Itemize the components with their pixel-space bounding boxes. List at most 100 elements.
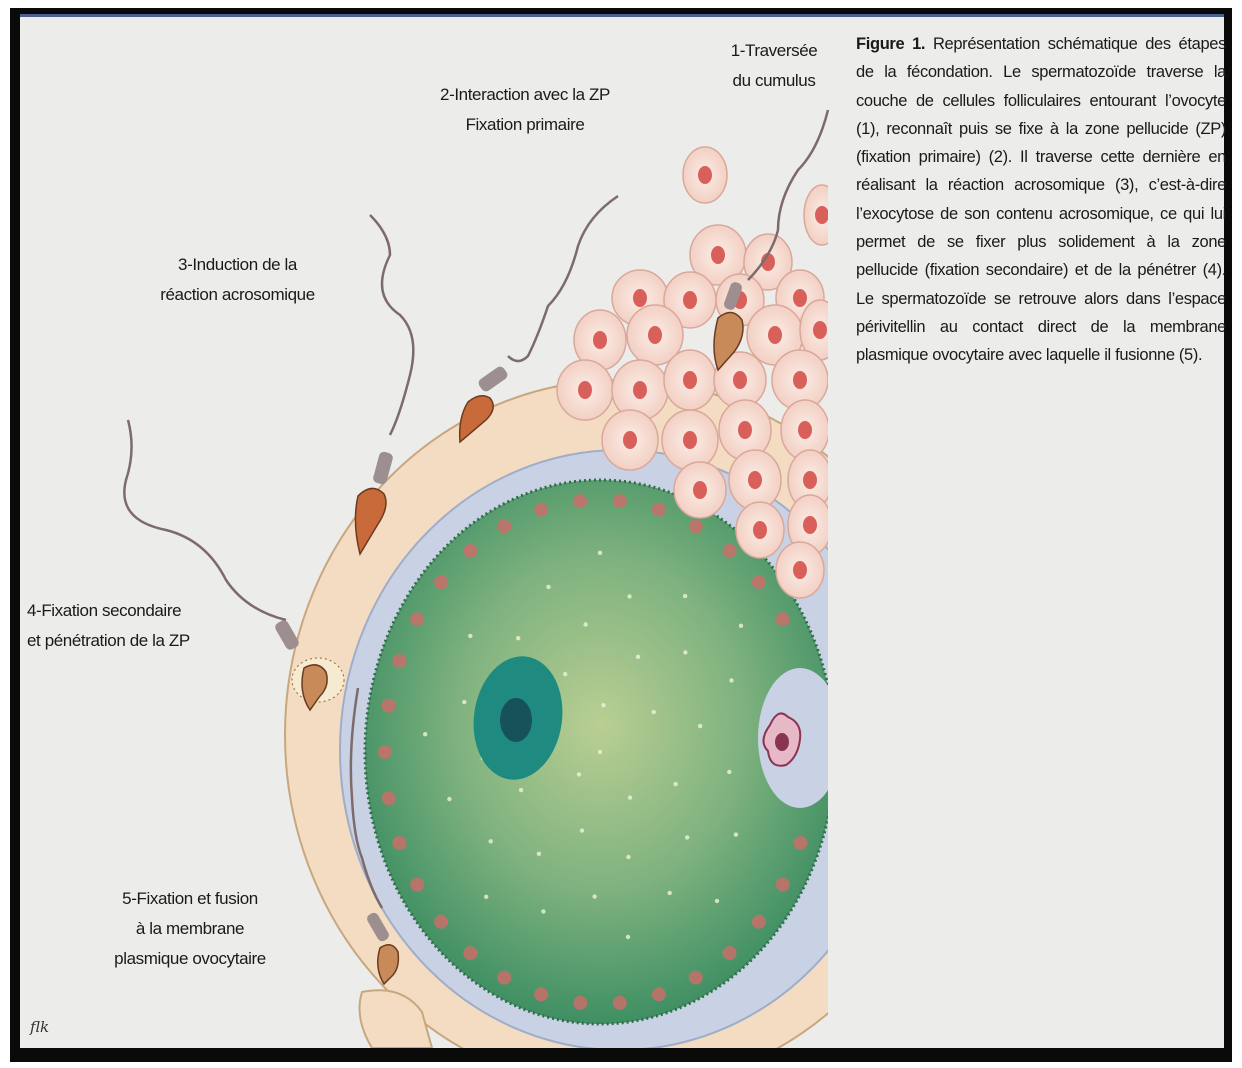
- cytoplasm-vesicle: [668, 891, 672, 895]
- cumulus-cell-nucleus: [738, 421, 752, 439]
- cumulus-cell-nucleus: [803, 471, 817, 489]
- cortical-granule: [463, 946, 477, 960]
- cumulus-cell-nucleus: [698, 166, 712, 184]
- cumulus-cell-nucleus: [793, 561, 807, 579]
- cortical-granule: [463, 544, 477, 558]
- cumulus-cell-nucleus: [593, 331, 607, 349]
- step-3-label: 3-Induction de la réaction acrosomique: [135, 250, 340, 310]
- cytoplasm-vesicle: [683, 650, 687, 654]
- cytoplasm-vesicle: [580, 828, 584, 832]
- cumulus-cell-nucleus: [683, 371, 697, 389]
- cortical-granule: [434, 575, 448, 589]
- step-1-label: 1-Traversée du cumulus: [712, 36, 836, 96]
- sperm-4-tail: [124, 420, 286, 620]
- cumulus-cell-nucleus: [648, 326, 662, 344]
- cumulus-cell-nucleus: [683, 431, 697, 449]
- cytoplasm-vesicle: [592, 894, 596, 898]
- step-4-label: 4-Fixation secondaire et pénétration de …: [27, 596, 257, 656]
- cytoplasm-vesicle: [626, 935, 630, 939]
- cortical-granule: [723, 544, 737, 558]
- cumulus-cell-nucleus: [633, 289, 647, 307]
- cumulus-cell-nucleus: [803, 516, 817, 534]
- cytoplasm-vesicle: [598, 551, 602, 555]
- cortical-granule: [689, 519, 703, 533]
- cortical-granule: [434, 915, 448, 929]
- cumulus-cell-nucleus: [623, 431, 637, 449]
- cortical-granule: [752, 575, 766, 589]
- cumulus-cell-nucleus: [748, 471, 762, 489]
- cumulus-cell-nucleus: [633, 381, 647, 399]
- cytoplasm-vesicle: [683, 594, 687, 598]
- cortical-granule: [613, 494, 627, 508]
- cytoplasm-vesicle: [519, 788, 523, 792]
- cytoplasm-vesicle: [546, 585, 550, 589]
- step-2-label: 2-Interaction avec la ZP Fixation primai…: [410, 80, 640, 140]
- fusing-sperm-nucleus: [775, 733, 789, 751]
- cumulus-cell-nucleus: [793, 289, 807, 307]
- cytoplasm-vesicle: [626, 855, 630, 859]
- cytoplasm-vesicle: [628, 795, 632, 799]
- cortical-granule: [534, 503, 548, 517]
- cytoplasm-vesicle: [537, 852, 541, 856]
- sperm-3-tail: [370, 215, 413, 435]
- cortical-granule: [410, 878, 424, 892]
- cortical-granule: [534, 987, 548, 1001]
- cumulus-cell-nucleus: [693, 481, 707, 499]
- cortical-granule: [497, 519, 511, 533]
- cortical-granule: [382, 699, 396, 713]
- cumulus-cell-nucleus: [793, 371, 807, 389]
- cortical-granule: [497, 971, 511, 985]
- nucleolus: [500, 698, 532, 742]
- cytoplasm-vesicle: [516, 636, 520, 640]
- cytoplasm-vesicle: [489, 839, 493, 843]
- cytoplasm-vesicle: [715, 899, 719, 903]
- cortical-granule: [393, 654, 407, 668]
- cortical-granule: [382, 791, 396, 805]
- sperm-4-midpiece: [273, 619, 300, 652]
- cytoplasm-vesicle: [563, 672, 567, 676]
- cortical-granule: [613, 996, 627, 1010]
- figure-caption: Figure 1. Représentation schématique des…: [856, 30, 1226, 370]
- caption-title: Figure 1.: [856, 35, 925, 53]
- cytoplasm-vesicle: [484, 895, 488, 899]
- cytoplasm-vesicle: [652, 710, 656, 714]
- cytoplasm-vesicle: [541, 909, 545, 913]
- cumulus-cell-nucleus: [815, 206, 829, 224]
- cortical-granule: [378, 745, 392, 759]
- cortical-granule: [776, 878, 790, 892]
- cytoplasm-vesicle: [462, 700, 466, 704]
- cumulus-cell-nucleus: [733, 371, 747, 389]
- step-5-label: 5-Fixation et fusion à la membrane plasm…: [90, 884, 290, 974]
- cumulus-cell-nucleus: [813, 321, 827, 339]
- cumulus-cell-nucleus: [578, 381, 592, 399]
- cytoplasm-vesicle: [627, 594, 631, 598]
- cortical-granule: [410, 612, 424, 626]
- cytoplasm-vesicle: [727, 770, 731, 774]
- cytoplasm-vesicle: [739, 624, 743, 628]
- cortical-granule: [573, 996, 587, 1010]
- cortical-granule: [652, 503, 666, 517]
- cortical-granule: [794, 836, 808, 850]
- cumulus-cell-nucleus: [798, 421, 812, 439]
- cytoplasm-vesicle: [729, 678, 733, 682]
- cumulus-cell-nucleus: [683, 291, 697, 309]
- cytoplasm-vesicle: [583, 622, 587, 626]
- cytoplasm-vesicle: [734, 832, 738, 836]
- sperm-2-midpiece: [477, 365, 510, 394]
- caption-text: Représentation schématique des étapes de…: [856, 35, 1226, 364]
- cytoplasm-vesicle: [598, 750, 602, 754]
- cytoplasm-vesicle: [673, 782, 677, 786]
- cytoplasm-vesicle: [423, 732, 427, 736]
- cortical-granule: [776, 612, 790, 626]
- cortical-granule: [652, 987, 666, 1001]
- cytoplasm-vesicle: [698, 724, 702, 728]
- cytoplasm-vesicle: [468, 634, 472, 638]
- cytoplasm-vesicle: [577, 772, 581, 776]
- cytoplasm-vesicle: [601, 703, 605, 707]
- cytoplasm-vesicle: [685, 835, 689, 839]
- cortical-granule: [723, 946, 737, 960]
- cortical-granule: [393, 836, 407, 850]
- cytoplasm-vesicle: [636, 655, 640, 659]
- cortical-granule: [573, 494, 587, 508]
- cumulus-cell-nucleus: [711, 246, 725, 264]
